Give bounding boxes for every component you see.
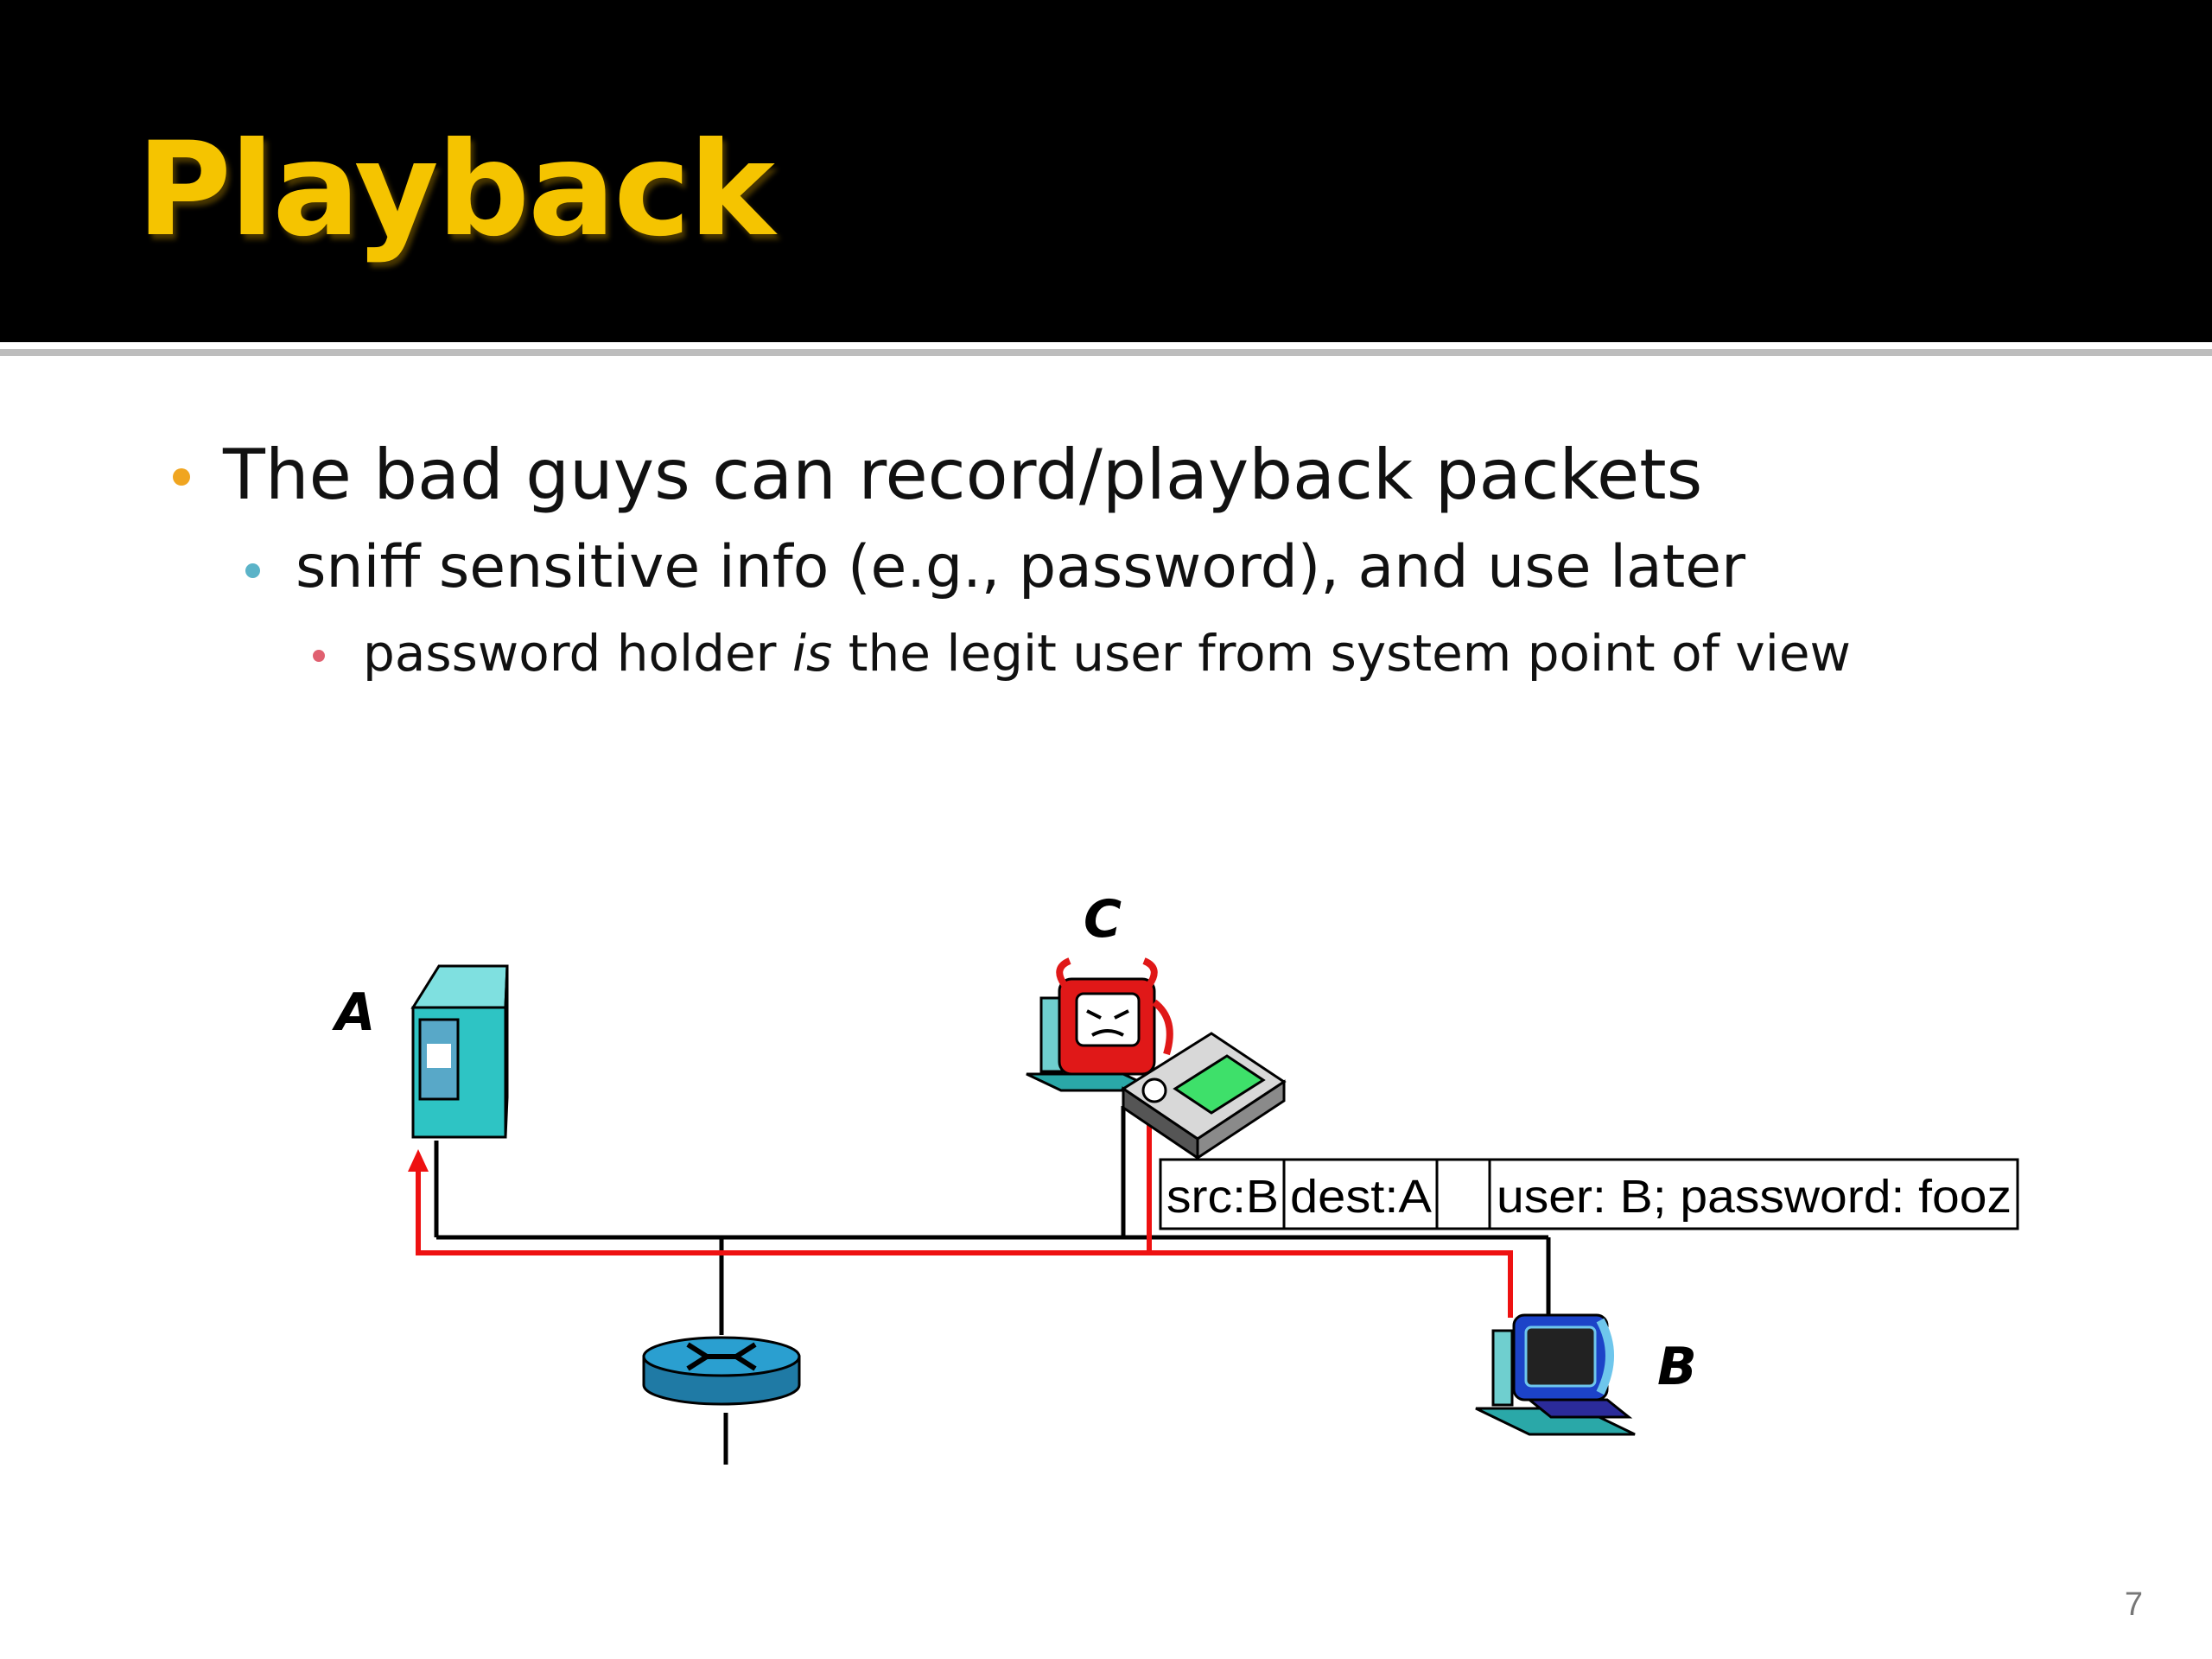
bullet-level2: sniff sensitive info (e.g., password), a… — [296, 533, 1746, 601]
bullet-level3-pre: password holder — [363, 624, 792, 683]
bullet-dot-level2 — [245, 563, 260, 578]
packet-src: src:B — [1166, 1171, 1279, 1223]
recorder-icon — [1121, 1032, 1287, 1160]
packet: src:B dest:A user: B; password: fooz — [1159, 1158, 2019, 1230]
bullet-level3-post: the legit user from system point of view — [832, 624, 1851, 683]
title-bar — [0, 0, 2212, 342]
page-number: 7 — [2124, 1586, 2143, 1623]
arrow-to-a-icon — [408, 1149, 429, 1172]
bullet-level1: The bad guys can record/playback packets — [223, 435, 1703, 515]
node-label-c: C — [1084, 889, 1122, 950]
node-label-a: A — [332, 982, 375, 1043]
node-label-b: B — [1657, 1337, 1697, 1397]
router-icon — [642, 1336, 801, 1406]
slide-title: Playback — [137, 115, 775, 265]
title-divider — [0, 349, 2212, 356]
bullet-level3-emphasis: is — [791, 624, 833, 683]
packet-payload: user: B; password: fooz — [1497, 1171, 2012, 1223]
workstation-icon — [1475, 1313, 1636, 1436]
bullet-dot-level3 — [313, 650, 325, 662]
attacker-icon — [1026, 957, 1173, 1092]
bullet-dot-level1 — [173, 468, 190, 486]
bullet-level3: password holder is the legit user from s… — [363, 619, 1851, 688]
packet-dest: dest:A — [1290, 1171, 1432, 1223]
server-icon — [410, 964, 509, 1139]
